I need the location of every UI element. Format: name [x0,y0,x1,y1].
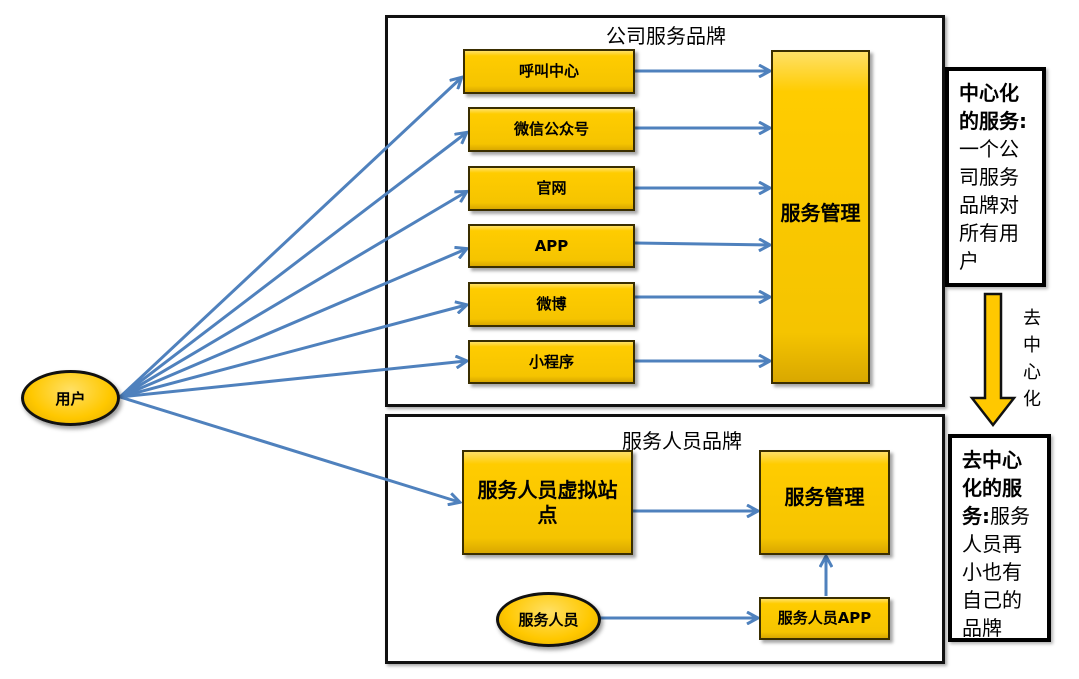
staff-brand-title: 服务人员品牌 [622,429,742,453]
staff-service-management[interactable]: 服务管理 [759,450,890,555]
channel-label: 小程序 [528,352,574,371]
arrow-user-to-wechat [119,133,466,399]
staff-virtual-site[interactable]: 服务人员虚拟站点 [462,450,633,555]
arrow-user-to-miniprogram [119,361,466,399]
decentralize-label: 去中心化 [1023,308,1041,410]
channel-label: 呼叫中心 [518,62,579,81]
staff-app[interactable]: 服务人员APP [759,597,890,640]
staff-app-label: 服务人员APP [777,609,872,628]
centralized-note-heading: 中心化的服务: [959,81,1027,133]
channel-label: 官网 [536,179,567,198]
channel-app[interactable]: APP [468,224,635,268]
staff-node-label: 服务人员 [518,611,579,629]
user-node[interactable]: 用户 [21,370,120,426]
decentralized-note-heading: 去中心化的服务: [962,448,1022,528]
channel-official-website[interactable]: 官网 [468,166,635,211]
staff-node[interactable]: 服务人员 [496,592,601,647]
virtual-site-label: 服务人员虚拟站点 [477,477,618,527]
arrow-user-to-call-center [118,78,461,399]
arrow-app-to-management [634,243,769,245]
channel-wechat-official-account[interactable]: 微信公众号 [468,107,635,152]
channel-weibo[interactable]: 微博 [468,282,635,327]
channel-call-center[interactable]: 呼叫中心 [463,49,635,94]
arrow-user-to-app [119,249,466,399]
arrow-user-to-weibo [119,305,466,399]
user-node-label: 用户 [55,389,86,408]
decentralize-down-arrow [969,292,1017,428]
centralized-note: 中心化的服务:一个公司服务品牌对所有用户 [945,67,1046,287]
decentralized-note-body: 服务人员再小也有自己的品牌 [962,504,1030,640]
decentralized-note: 去中心化的服务:服务人员再小也有自己的品牌 [948,434,1051,642]
company-service-management[interactable]: 服务管理 [771,50,870,384]
company-brand-title: 公司服务品牌 [606,24,726,48]
channel-label: APP [534,236,569,255]
channel-label: 微博 [536,295,567,314]
centralized-note-body: 一个公司服务品牌对所有用户 [959,137,1019,273]
arrow-user-to-website [119,192,466,399]
channel-mini-program[interactable]: 小程序 [468,340,635,384]
management-label: 服务管理 [784,485,865,509]
channel-label: 微信公众号 [513,120,589,139]
management-label: 服务管理 [780,201,861,225]
arrow-user-to-virtual-site [119,395,459,502]
